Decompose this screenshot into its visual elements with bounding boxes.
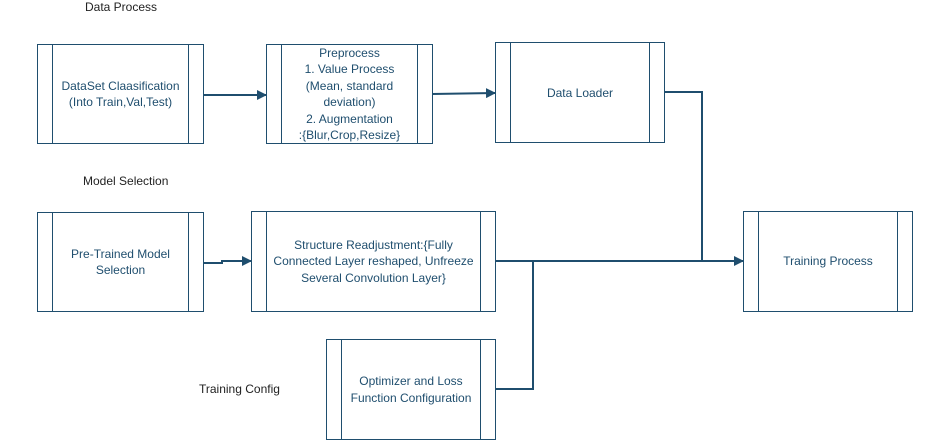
- box-text-line: (Into Train,Val,Test): [68, 95, 173, 109]
- training-process-box: Training Process: [743, 211, 913, 312]
- box-text-line: 1. Value Process: [304, 62, 395, 76]
- box-text-line: Connected Layer reshaped, Unfreeze: [273, 254, 474, 269]
- box-left-bar: [758, 212, 759, 311]
- optimizer-loss-config-box: Optimizer and Loss Function Configuratio…: [326, 339, 496, 440]
- box-right-bar: [480, 340, 481, 439]
- section-label-data-process: Data Process: [85, 0, 158, 14]
- box-text: Optimizer and Loss Function Configuratio…: [343, 340, 479, 439]
- box-text-line: Optimizer and Loss: [359, 374, 463, 388]
- pretrained-model-selection-box: Pre-Trained Model Selection: [37, 212, 204, 312]
- box-left-bar: [281, 45, 282, 143]
- arrow-pretrained-to-structure: [204, 256, 252, 266]
- box-right-bar: [897, 212, 898, 311]
- section-label-model-selection: Model Selection: [83, 174, 169, 188]
- connector-optimizer-to-training: [496, 261, 534, 390]
- box-text: Pre-Trained Model Selection: [54, 213, 187, 311]
- box-right-bar: [480, 212, 481, 311]
- dataset-classification-box: DataSet Claasification (Into Train,Val,T…: [37, 44, 204, 144]
- arrow-preprocess-to-dataloader: [431, 88, 496, 99]
- box-text-line: Several Convolution Layer}: [301, 270, 446, 285]
- box-text-line: DataSet Claasification: [61, 78, 180, 93]
- box-left-bar: [52, 45, 53, 143]
- box-text-line: Selection: [95, 263, 146, 277]
- box-text-line: :{Blur,Crop,Resize}: [298, 128, 401, 142]
- box-text-line: (Mean, standard: [305, 78, 394, 93]
- section-label-training-config: Training Config: [199, 382, 280, 396]
- box-text: Preprocess 1. Value Process (Mean, stand…: [283, 45, 416, 143]
- structure-readjustment-box: Structure Readjustment:{Fully Connected …: [251, 211, 496, 312]
- box-text: Structure Readjustment:{Fully Connected …: [268, 212, 479, 311]
- box-left-bar: [510, 43, 511, 142]
- box-text-line: Structure Readjustment:{Fully: [294, 237, 453, 252]
- box-left-bar: [52, 213, 53, 311]
- box-right-bar: [188, 45, 189, 143]
- box-text-line: Function Configuration: [350, 390, 472, 405]
- box-text-line: Preprocess: [319, 45, 380, 60]
- box-text-line: Pre-Trained Model: [71, 246, 170, 261]
- box-text-line: Data Loader: [546, 86, 614, 100]
- box-right-bar: [188, 213, 189, 311]
- box-text-line: Training Process: [783, 254, 873, 269]
- box-right-bar: [417, 45, 418, 143]
- connector-dataloader-to-training: [665, 91, 703, 261]
- box-text: Training Process: [760, 212, 896, 311]
- box-text-line: deviation): [323, 95, 376, 109]
- box-left-bar: [341, 340, 342, 439]
- data-loader-box: Data Loader: [495, 42, 665, 143]
- box-left-bar: [266, 212, 267, 311]
- box-right-bar: [649, 43, 650, 142]
- box-text: Data Loader: [512, 43, 648, 142]
- box-text-line: 2. Augmentation: [306, 111, 393, 126]
- preprocess-box: Preprocess 1. Value Process (Mean, stand…: [266, 44, 433, 144]
- box-text: DataSet Claasification (Into Train,Val,T…: [54, 45, 187, 143]
